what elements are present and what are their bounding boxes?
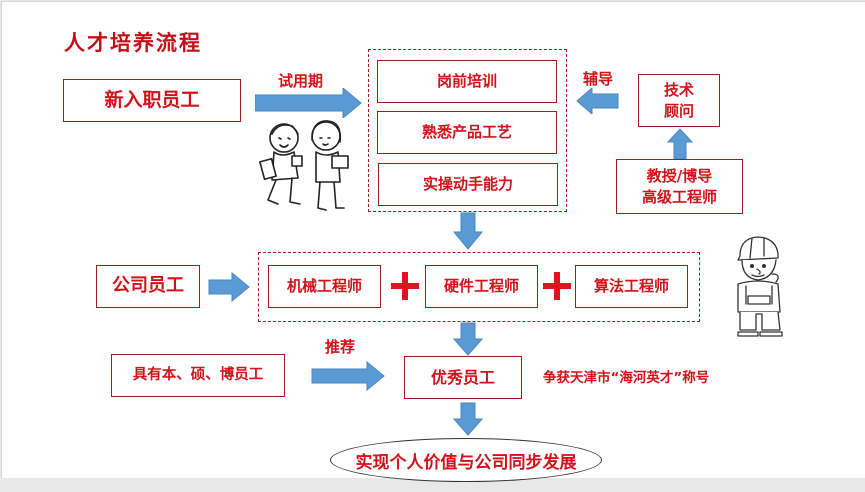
probation-arrow-icon xyxy=(255,88,363,118)
recommend-arrow-label: 推荐 xyxy=(325,338,356,356)
students-illustration-icon xyxy=(252,116,362,216)
new-hire-box: 新入职员工 xyxy=(63,79,241,122)
training-step-label: 实操动手能力 xyxy=(422,175,513,194)
role-label: 算法工程师 xyxy=(593,277,669,296)
senior-mentor-line: 教授/博导 xyxy=(646,167,713,186)
engineer-roles-group xyxy=(258,252,700,322)
tech-advisor-box: 技术 顾问 xyxy=(638,74,720,127)
excellent-staff-label: 优秀员工 xyxy=(430,367,495,387)
role-box-mechanical: 机械工程师 xyxy=(268,265,381,308)
training-step-box: 岗前培训 xyxy=(377,60,557,103)
staff-arrow-icon xyxy=(208,272,250,302)
page-title: 人才培养流程 xyxy=(64,31,202,55)
training-step-label: 岗前培训 xyxy=(436,72,497,91)
mentor-arrow-label: 辅导 xyxy=(583,70,614,88)
probation-arrow-label: 试用期 xyxy=(278,72,324,90)
goal-ellipse: 实现个人价值与公司同步发展 xyxy=(330,438,602,482)
award-text: 争获天津市“海河英才”称号 xyxy=(543,370,710,386)
recommend-arrow-icon xyxy=(311,361,385,391)
tech-advisor-line: 技术 xyxy=(663,81,694,100)
roles-down-arrow-icon xyxy=(453,322,483,356)
company-staff-label: 公司员工 xyxy=(112,275,184,297)
company-staff-box: 公司员工 xyxy=(96,265,200,308)
goal-label: 实现个人价值与公司同步发展 xyxy=(355,452,577,473)
slide-canvas: 人才培养流程 新入职员工 试用期 xyxy=(1,1,865,482)
plus-icon xyxy=(543,272,571,300)
senior-mentor-line: 高级工程师 xyxy=(641,187,717,206)
training-step-box: 实操动手能力 xyxy=(378,163,558,206)
plus-icon xyxy=(391,272,419,300)
mentor-arrow-icon xyxy=(576,88,620,114)
graduates-box: 具有本、硕、博员工 xyxy=(111,354,285,397)
training-group xyxy=(368,49,567,212)
excellent-staff-box: 优秀员工 xyxy=(404,356,522,399)
role-label: 硬件工程师 xyxy=(443,277,519,296)
engineer-illustration-icon xyxy=(732,234,786,338)
role-label: 机械工程师 xyxy=(286,277,362,296)
training-step-box: 熟悉产品工艺 xyxy=(377,111,557,154)
role-box-hardware: 硬件工程师 xyxy=(425,265,538,308)
role-box-algorithm: 算法工程师 xyxy=(575,265,688,308)
senior-mentor-box: 教授/博导 高级工程师 xyxy=(616,159,743,214)
senior-to-advisor-arrow-icon xyxy=(667,128,693,160)
graduates-label: 具有本、硕、博员工 xyxy=(132,366,264,383)
new-hire-label: 新入职员工 xyxy=(104,88,200,111)
training-step-label: 熟悉产品工艺 xyxy=(421,123,512,142)
tech-advisor-line: 顾问 xyxy=(663,101,694,120)
excellent-down-arrow-icon xyxy=(453,402,483,436)
training-down-arrow-icon xyxy=(453,212,483,250)
